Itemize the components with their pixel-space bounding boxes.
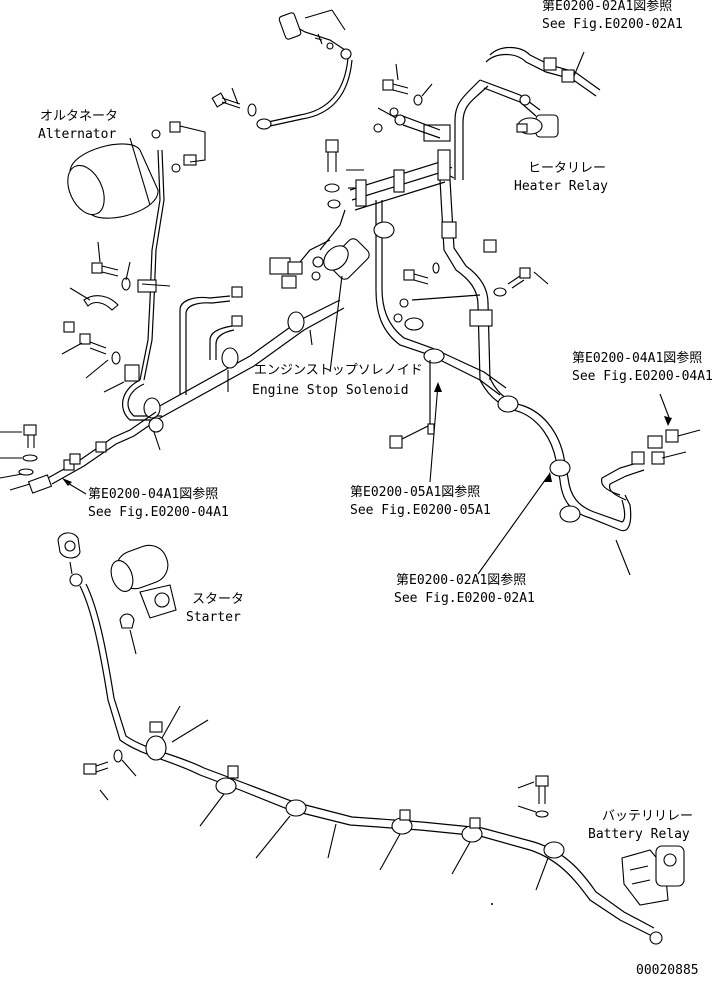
lower-right-fasteners (517, 775, 549, 818)
right-center-fasteners (393, 239, 549, 331)
alternator-label-ja: オルタネータ (40, 109, 118, 124)
battery-relay-part (621, 845, 685, 906)
heater-relay-label-en: Heater Relay (514, 179, 608, 194)
center-left-branches (179, 286, 313, 395)
engine-stop-solenoid-part (269, 209, 370, 289)
drawing-number: 00020885 (636, 963, 699, 978)
top-right-ref-en: See Fig.E0200-02A1 (542, 17, 683, 32)
lower-ref-leader (477, 475, 549, 575)
starter-part (110, 544, 177, 655)
far-left-fasteners (0, 424, 38, 479)
battery-relay-label-en: Battery Relay (588, 827, 690, 842)
solenoid-leader (329, 275, 343, 373)
starter-label-ja: スタータ (192, 592, 244, 607)
right-ref-ja: 第E0200-04A1図参照 (572, 350, 702, 366)
heater-relay-part (479, 46, 601, 138)
heater-relay-label-ja: ヒータリレー (528, 161, 606, 176)
lower-ref-en: See Fig.E0200-02A1 (394, 591, 535, 606)
dot-mark (491, 903, 493, 905)
left-harness (9, 299, 345, 494)
alternator-label-en: Alternator (38, 127, 116, 142)
center-ref-ja: 第E0200-05A1図参照 (350, 484, 480, 500)
alternator-part (67, 137, 159, 219)
right-ref-en: See Fig.E0200-04A1 (572, 369, 713, 384)
left-ref-ja: 第E0200-04A1図参照 (88, 486, 218, 502)
right-harness (389, 360, 701, 576)
engine-stop-label-en: Engine Stop Solenoid (252, 383, 409, 398)
battery-cable (57, 532, 663, 945)
lower-leaders (99, 705, 549, 891)
center-ref-arrow (434, 382, 442, 392)
battery-relay-label-ja: バッテリリレー (602, 809, 693, 824)
center-bolts (377, 63, 433, 119)
center-harness (349, 79, 507, 396)
engine-stop-label-ja: エンジンストップソレノイド (254, 363, 423, 378)
lower-left-fasteners (83, 749, 137, 777)
alternator-wiring (137, 121, 206, 381)
starter-label-en: Starter (186, 610, 241, 625)
left-ref-en: See Fig.E0200-04A1 (88, 505, 229, 520)
lower-ref-arrow (544, 472, 552, 482)
center-ref-leader (429, 383, 439, 483)
left-fasteners (61, 241, 131, 393)
left-ref-arrow (62, 478, 72, 486)
top-right-ref-ja: 第E0200-02A1図参照 (542, 0, 672, 14)
top-ground-cable (256, 9, 353, 130)
lower-ref-ja: 第E0200-02A1図参照 (396, 572, 526, 588)
center-top-fasteners (324, 139, 364, 209)
bolt-top-left (211, 87, 257, 117)
center-ref-en: See Fig.E0200-05A1 (350, 503, 491, 518)
